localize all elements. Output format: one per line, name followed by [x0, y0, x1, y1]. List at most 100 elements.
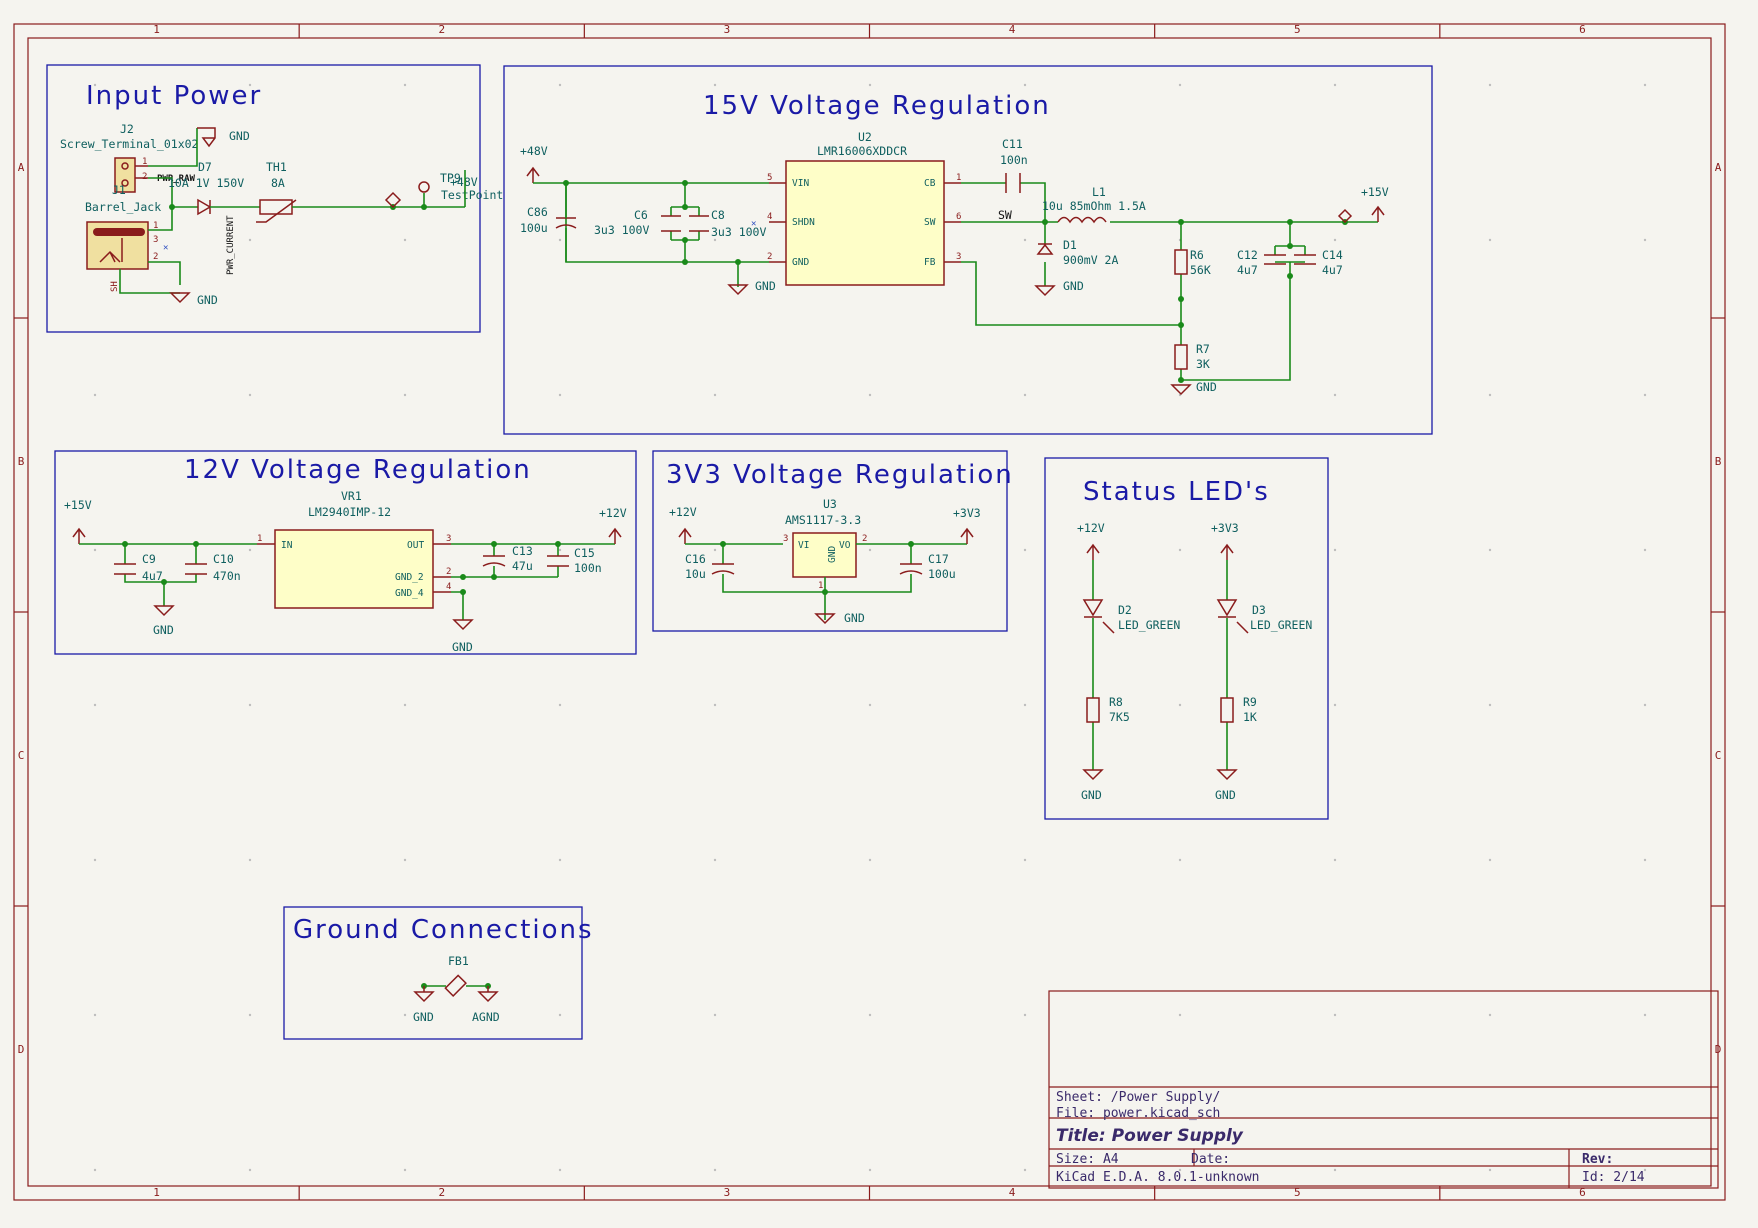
- sheet-input-power[interactable]: Input Power J2 Screw_Terminal_01x02 1 2 …: [46, 64, 503, 333]
- resistor-r9[interactable]: [1220, 697, 1234, 723]
- svg-text:C9: C9: [142, 552, 156, 566]
- grid-dot: [248, 548, 252, 552]
- u2-value: LMR16006XDDCR: [817, 144, 907, 158]
- ic-u2-lmr16006[interactable]: [785, 160, 945, 286]
- d7-ref: D7: [198, 160, 212, 174]
- sheet-ground-connections[interactable]: Ground Connections FB1 GND AGND: [283, 906, 594, 1040]
- svg-text:6: 6: [956, 212, 961, 222]
- led-d3[interactable]: [1216, 599, 1238, 618]
- grid-dot: [713, 548, 717, 552]
- grid-dot: [93, 548, 97, 552]
- j2-connector[interactable]: [114, 157, 136, 193]
- svg-text:100u: 100u: [520, 221, 548, 235]
- svg-text:GND: GND: [1215, 788, 1236, 802]
- grid-dot: [1643, 1013, 1647, 1017]
- grid-dot: [248, 1013, 252, 1017]
- svg-text:D1: D1: [1063, 238, 1077, 252]
- grid-dot: [713, 393, 717, 397]
- grid-dot: [93, 1013, 97, 1017]
- svg-text:C10: C10: [213, 552, 234, 566]
- grid-dot: [713, 238, 717, 242]
- svg-text:GND: GND: [153, 623, 174, 637]
- svg-text:CB: CB: [924, 178, 936, 189]
- grid-dot: [1333, 858, 1337, 862]
- svg-text:100u: 100u: [928, 567, 956, 581]
- j1-ref: J1: [112, 183, 126, 197]
- svg-text:4u7: 4u7: [1237, 263, 1258, 277]
- svg-text:100n: 100n: [574, 561, 602, 575]
- diode-d7[interactable]: [197, 198, 212, 216]
- grid-dot: [403, 83, 407, 87]
- grid-dot: [558, 393, 562, 397]
- resistor-r7[interactable]: [1174, 344, 1188, 370]
- svg-text:10u 85mOhm 1.5A: 10u 85mOhm 1.5A: [1042, 199, 1146, 213]
- svg-text:D3: D3: [1252, 603, 1266, 617]
- svg-text:7K5: 7K5: [1109, 710, 1130, 724]
- cap-c13-c15[interactable]: [482, 555, 569, 567]
- zone-column-label: 4: [1009, 1186, 1016, 1199]
- grid-dot: [1178, 1013, 1182, 1017]
- svg-text:IN: IN: [281, 540, 293, 551]
- svg-text:L1: L1: [1092, 185, 1106, 199]
- sheet-title: 15V Voltage Regulation: [703, 91, 1051, 121]
- zone-row-label: C: [1715, 749, 1722, 762]
- ic-vr1-lm2940[interactable]: [274, 529, 434, 609]
- grid-dot: [1333, 393, 1337, 397]
- svg-text:2: 2: [446, 567, 451, 577]
- grid-dot: [868, 83, 872, 87]
- sheet-15v-regulation[interactable]: 15V Voltage Regulation +48V C86 100u C6 …: [503, 65, 1433, 435]
- cap-c9-c10[interactable]: [114, 563, 207, 575]
- grid-dot: [1488, 1013, 1492, 1017]
- grid-dot: [248, 83, 252, 87]
- inductor-l1[interactable]: [1057, 216, 1107, 224]
- svg-text:✕: ✕: [163, 243, 168, 253]
- ic-u3-ams1117[interactable]: [792, 532, 857, 578]
- cap-c6-c8[interactable]: [661, 215, 709, 232]
- svg-text:GND: GND: [844, 611, 865, 625]
- grid-dot: [1178, 1168, 1182, 1172]
- diode-d1[interactable]: [1036, 243, 1054, 255]
- tb-sheet: Sheet: /Power Supply/: [1056, 1090, 1220, 1105]
- svg-text:D2: D2: [1118, 603, 1132, 617]
- grid-dot: [1333, 548, 1337, 552]
- svg-text:GND: GND: [1081, 788, 1102, 802]
- svg-text:4u7: 4u7: [1322, 263, 1343, 277]
- tb-rev: Rev:: [1582, 1152, 1613, 1167]
- svg-text:1: 1: [956, 173, 961, 183]
- grid-dot: [868, 1013, 872, 1017]
- tb-size: Size: A4: [1056, 1152, 1119, 1167]
- svg-text:2: 2: [153, 252, 158, 262]
- grid-dot: [868, 548, 872, 552]
- grid-dot: [558, 548, 562, 552]
- zone-column-label: 1: [153, 1186, 160, 1199]
- grid-dot: [713, 1013, 717, 1017]
- rail-3v3: +3V3: [953, 506, 981, 520]
- tp9-ref: TP9: [440, 171, 461, 185]
- cap-c12-c14[interactable]: [1264, 254, 1316, 265]
- vr1-value: LM2940IMP-12: [308, 505, 391, 519]
- cap-c16-c17[interactable]: [711, 563, 923, 575]
- grid-dot: [868, 1168, 872, 1172]
- sheet-3v3-regulation[interactable]: 3V3 Voltage Regulation +12V C16 10u C17 …: [652, 450, 1014, 632]
- svg-text:1: 1: [153, 221, 158, 231]
- sheet-12v-regulation[interactable]: 12V Voltage Regulation +15V C9 4u7 C10 4…: [54, 450, 637, 655]
- ferrite-bead-fb1[interactable]: [444, 974, 467, 997]
- grid-dot: [1643, 1168, 1647, 1172]
- grid-dot: [403, 1168, 407, 1172]
- grid-dot: [93, 703, 97, 707]
- resistor-r8[interactable]: [1086, 697, 1100, 723]
- grid-dot: [1023, 393, 1027, 397]
- svg-text:C15: C15: [574, 546, 595, 560]
- grid-dot: [713, 703, 717, 707]
- cap-c11[interactable]: [1005, 173, 1021, 193]
- sheet-status-leds[interactable]: Status LED's +12V +3V3 D2 LED_GREEN D3 L…: [1044, 457, 1329, 820]
- testpoint-tp9[interactable]: [418, 181, 430, 193]
- led-d2[interactable]: [1082, 599, 1104, 618]
- svg-text:10u: 10u: [685, 567, 706, 581]
- rail-15v: +15V: [1361, 185, 1389, 199]
- resistor-r6[interactable]: [1174, 249, 1188, 275]
- grid-dot: [93, 83, 97, 87]
- grid-dot: [558, 1168, 562, 1172]
- fb1-ref: FB1: [448, 954, 469, 968]
